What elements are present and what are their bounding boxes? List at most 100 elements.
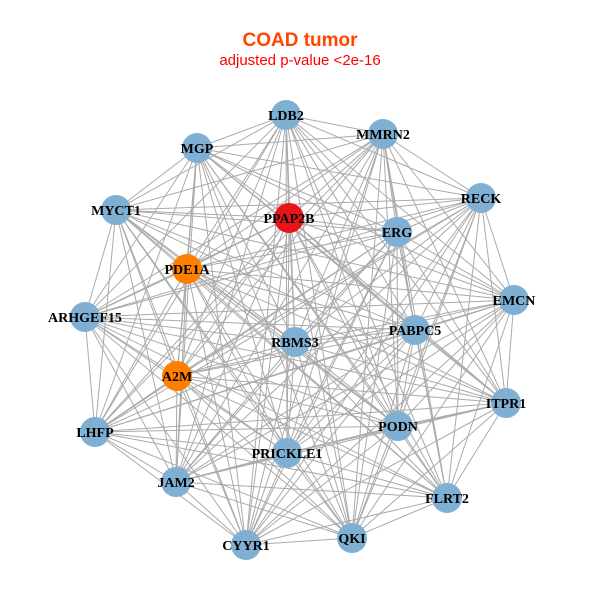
node-label: PRICKLE1 xyxy=(252,447,323,462)
node-label: LDB2 xyxy=(268,109,304,124)
edge-MGP-ERG xyxy=(196,147,398,233)
edge-PDE1A-LHFP xyxy=(94,268,188,433)
edge-PABPC5-RBMS3 xyxy=(294,329,416,343)
edge-ITPR1-JAM2 xyxy=(175,402,507,483)
node-circle xyxy=(162,361,192,391)
edge-PDE1A-EMCN xyxy=(186,268,515,301)
edge-LDB2-EMCN xyxy=(285,114,515,301)
edge-PRICKLE1-FLRT2 xyxy=(286,452,448,499)
edge-PDE1A-CYYR1 xyxy=(186,268,247,546)
edge-PRICKLE1-CYYR1 xyxy=(245,452,288,546)
edge-RBMS3-QKI xyxy=(294,341,353,539)
node-reck: RECK xyxy=(461,183,502,213)
edge-RBMS3-CYYR1 xyxy=(245,341,296,546)
edge-MGP-PPAP2B xyxy=(196,147,290,219)
edge-RBMS3-LHFP xyxy=(94,341,296,433)
figure-subtitle: adjusted p-value <2e-16 xyxy=(219,52,381,69)
edge-PABPC5-CYYR1 xyxy=(245,329,416,546)
edge-MGP-PRICKLE1 xyxy=(196,147,288,454)
node-circle xyxy=(271,100,301,130)
edge-FLRT2-CYYR1 xyxy=(245,497,448,546)
edge-RECK-QKI xyxy=(351,197,482,539)
node-label: A2M xyxy=(162,370,192,385)
node-circle xyxy=(400,315,430,345)
edge-PPAP2B-A2M xyxy=(176,217,290,377)
edge-MMRN2-CYYR1 xyxy=(245,133,384,546)
node-a2m: A2M xyxy=(162,361,192,391)
edge-RECK-PRICKLE1 xyxy=(286,197,482,454)
edge-MGP-EMCN xyxy=(196,147,515,301)
edge-PPAP2B-ERG xyxy=(288,217,398,233)
edge-EMCN-JAM2 xyxy=(175,299,515,483)
edge-PDE1A-QKI xyxy=(186,268,353,539)
edge-RECK-EMCN xyxy=(480,197,515,301)
edge-PABPC5-FLRT2 xyxy=(414,329,448,499)
edge-MYCT1-JAM2 xyxy=(115,209,177,483)
edge-ARHGEF15-PABPC5 xyxy=(84,316,416,331)
node-label: ITPR1 xyxy=(486,397,526,412)
edge-ERG-ITPR1 xyxy=(396,231,507,404)
edge-RECK-PPAP2B xyxy=(288,197,482,219)
node-qki: QKI xyxy=(337,523,367,553)
edge-MGP-QKI xyxy=(196,147,353,539)
edge-RECK-MYCT1 xyxy=(115,197,482,211)
edge-PPAP2B-PABPC5 xyxy=(288,217,416,331)
edge-LHFP-JAM2 xyxy=(94,431,177,483)
node-ppap2b: PPAP2B xyxy=(263,203,315,233)
edge-ITPR1-FLRT2 xyxy=(446,402,507,499)
edge-LHFP-PODN xyxy=(94,425,399,433)
edge-PODN-CYYR1 xyxy=(245,425,399,546)
edge-RBMS3-ITPR1 xyxy=(294,341,507,404)
edge-ERG-PRICKLE1 xyxy=(286,231,398,454)
edge-RBMS3-A2M xyxy=(176,341,296,377)
edge-MGP-MYCT1 xyxy=(115,147,198,211)
edge-LDB2-ARHGEF15 xyxy=(84,114,287,318)
node-label: CYYR1 xyxy=(222,539,269,554)
edge-EMCN-CYYR1 xyxy=(245,299,515,546)
edge-JAM2-CYYR1 xyxy=(175,481,247,546)
edge-RECK-FLRT2 xyxy=(446,197,482,499)
node-label: RECK xyxy=(461,192,502,207)
edge-PABPC5-PRICKLE1 xyxy=(286,329,416,454)
node-label: ERG xyxy=(382,226,412,241)
edge-A2M-LHFP xyxy=(94,375,178,433)
node-label: FLRT2 xyxy=(425,492,469,507)
node-itpr1: ITPR1 xyxy=(486,388,526,418)
node-arhgef15: ARHGEF15 xyxy=(48,302,122,332)
edge-ERG-LHFP xyxy=(94,231,398,433)
edge-MYCT1-RBMS3 xyxy=(115,209,296,343)
edge-MGP-ITPR1 xyxy=(196,147,507,404)
node-circle xyxy=(466,183,496,213)
node-label: QKI xyxy=(338,532,365,547)
node-pabpc5: PABPC5 xyxy=(389,315,441,345)
node-rbms3: RBMS3 xyxy=(271,327,319,357)
node-circle xyxy=(499,285,529,315)
node-circle xyxy=(101,195,131,225)
edge-PPAP2B-QKI xyxy=(288,217,353,539)
figure-title: COAD tumor xyxy=(242,30,358,51)
node-circle xyxy=(70,302,100,332)
edge-ARHGEF15-RBMS3 xyxy=(84,316,296,343)
node-flrt2: FLRT2 xyxy=(425,483,469,513)
edge-PDE1A-PABPC5 xyxy=(186,268,416,331)
node-prickle1: PRICKLE1 xyxy=(252,438,323,468)
edge-MGP-LHFP xyxy=(94,147,198,433)
edge-ITPR1-LHFP xyxy=(94,402,507,433)
node-erg: ERG xyxy=(382,217,412,247)
node-lhfp: LHFP xyxy=(76,417,114,447)
edge-PRICKLE1-QKI xyxy=(286,452,353,539)
edge-MMRN2-PRICKLE1 xyxy=(286,133,384,454)
node-circle xyxy=(274,203,304,233)
edge-RECK-CYYR1 xyxy=(245,197,482,546)
edge-MGP-RECK xyxy=(196,147,482,199)
edge-RECK-PDE1A xyxy=(186,197,482,270)
node-circle xyxy=(491,388,521,418)
node-mgp: MGP xyxy=(181,133,214,163)
edge-MMRN2-MGP xyxy=(196,133,384,149)
edge-ITPR1-CYYR1 xyxy=(245,402,507,546)
edge-PPAP2B-JAM2 xyxy=(175,217,290,483)
edge-LHFP-FLRT2 xyxy=(94,431,448,499)
node-label: EMCN xyxy=(493,294,536,309)
